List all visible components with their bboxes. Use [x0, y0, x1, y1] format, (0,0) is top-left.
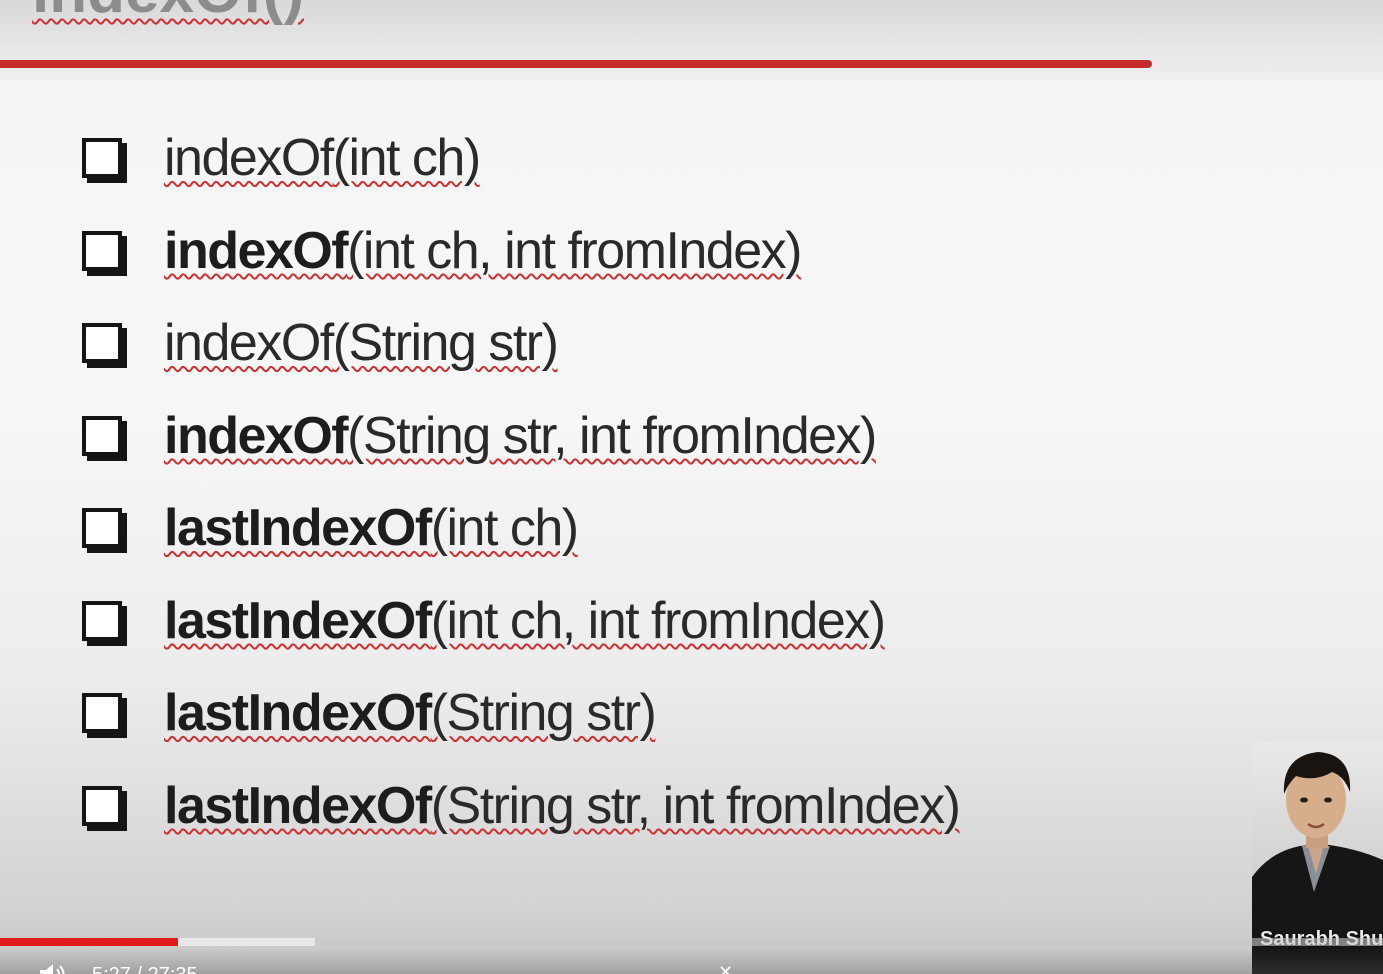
method-args: (int ch, int fromIndex): [430, 591, 886, 650]
method-name: indexOf: [164, 221, 349, 280]
method-bullet-list: indexOf(int ch) indexOf(int ch, int from…: [82, 112, 961, 853]
method-signature: indexOf(String str): [164, 313, 559, 373]
method-name: lastIndexOf: [164, 776, 432, 835]
method-name: indexOf: [164, 406, 349, 465]
method-signature: indexOf(int ch, int fromIndex): [164, 221, 802, 281]
method-args: (int ch): [332, 129, 481, 188]
method-name: lastIndexOf: [164, 684, 432, 743]
slide-title: indexOf(): [32, 0, 304, 27]
method-args: (String str, int fromIndex): [430, 776, 961, 835]
video-progress-bar[interactable]: [0, 938, 1383, 946]
method-signature: lastIndexOf(String str, int fromIndex): [164, 776, 961, 836]
method-name: indexOf: [164, 314, 334, 373]
checkbox-bullet-icon: [82, 323, 122, 364]
volume-icon[interactable]: [38, 962, 68, 974]
slide-title-area: indexOf(): [0, 0, 1383, 80]
list-item: indexOf(String str, int fromIndex): [82, 390, 959, 483]
method-signature: lastIndexOf(int ch): [164, 498, 579, 558]
progress-played: [0, 938, 179, 946]
list-item: indexOf(int ch): [82, 112, 959, 205]
checkbox-bullet-icon: [82, 415, 122, 456]
list-item: lastIndexOf(String str): [82, 667, 959, 760]
list-item: lastIndexOf(int ch, int fromIndex): [82, 575, 959, 668]
list-item: indexOf(int ch, int fromIndex): [82, 205, 959, 298]
method-args: (String str, int fromIndex): [347, 406, 877, 465]
title-divider: [0, 60, 1152, 68]
method-args: (String str): [430, 684, 657, 743]
method-args: (int ch, int fromIndex): [347, 221, 802, 280]
method-signature: indexOf(String str, int fromIndex): [164, 406, 877, 466]
method-name: indexOf: [164, 129, 334, 188]
checkbox-bullet-icon: [82, 508, 122, 549]
time-display: 5:27 / 27:35: [92, 964, 198, 974]
checkbox-bullet-icon: [82, 138, 122, 179]
list-item: indexOf(String str): [82, 297, 959, 390]
close-icon[interactable]: ✕: [718, 962, 734, 974]
method-args: (String str): [332, 314, 559, 373]
method-signature: lastIndexOf(String str): [164, 683, 657, 743]
method-name: lastIndexOf: [164, 499, 432, 558]
method-signature: indexOf(int ch): [164, 128, 481, 188]
checkbox-bullet-icon: [82, 693, 122, 734]
method-signature: lastIndexOf(int ch, int fromIndex): [164, 591, 886, 651]
checkbox-bullet-icon: [82, 230, 122, 271]
method-args: (int ch): [430, 499, 579, 558]
method-name: lastIndexOf: [164, 591, 432, 650]
list-item: lastIndexOf(String str, int fromIndex): [82, 760, 961, 853]
checkbox-bullet-icon: [82, 785, 122, 826]
list-item: lastIndexOf(int ch): [82, 482, 959, 575]
player-controls: 5:27 / 27:35: [0, 948, 1383, 974]
checkbox-bullet-icon: [82, 600, 122, 641]
